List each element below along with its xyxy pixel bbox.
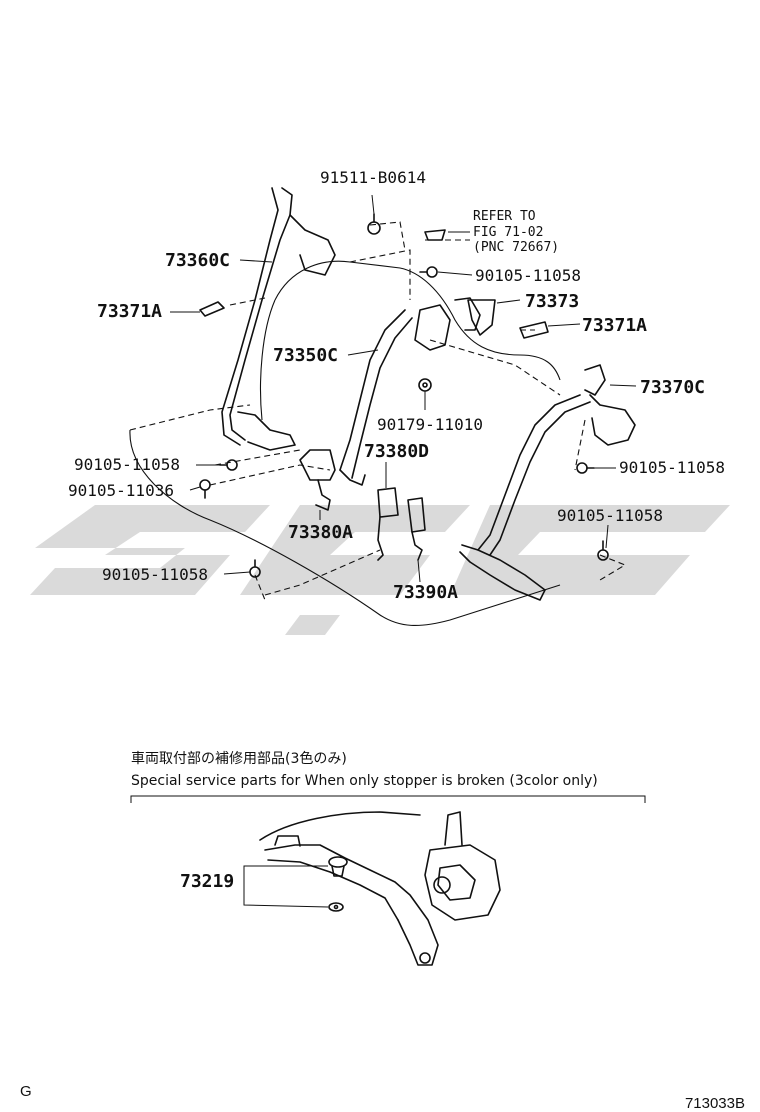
buckle-73380d	[377, 487, 399, 561]
bolt-90105-top	[419, 266, 438, 278]
bolt-90105-right2	[597, 540, 609, 561]
label-90179-11010: 90179-11010	[377, 415, 483, 434]
label-90105-11058-top: 90105-11058	[475, 266, 581, 285]
label-73380a: 73380A	[288, 522, 353, 543]
seat-outline	[129, 221, 627, 627]
bolt-91511	[367, 213, 381, 235]
label-73371a-right: 73371A	[582, 315, 647, 336]
label-73370c: 73370C	[640, 377, 705, 398]
footer-figure-code: 713033B	[685, 1095, 745, 1112]
leader-lines	[170, 194, 637, 583]
note-bracket	[130, 795, 646, 803]
label-90105-11058-right2: 90105-11058	[557, 506, 663, 525]
label-73371a-left: 73371A	[97, 301, 162, 322]
buckle-73380a	[299, 449, 336, 511]
label-90105-11058-right1: 90105-11058	[619, 458, 725, 477]
note-japanese: 車両取付部の補修用部品(3色のみ)	[131, 750, 347, 767]
label-refer-line1: REFER TO	[473, 209, 536, 224]
detail-stopper-parts	[328, 856, 348, 912]
label-90105-11058-left2: 90105-11058	[102, 565, 208, 584]
label-refer-line2: FIG 71-02	[473, 225, 543, 240]
label-refer-line3: (PNC 72667)	[473, 240, 559, 255]
footer-corner-letter: G	[20, 1083, 32, 1100]
label-90105-11058-left1: 90105-11058	[74, 455, 180, 474]
label-73219: 73219	[180, 871, 234, 892]
bolt-90105-11036	[199, 479, 211, 499]
label-73350c: 73350C	[273, 345, 338, 366]
label-73373: 73373	[525, 291, 579, 312]
label-73360c: 73360C	[165, 250, 230, 271]
leader-73219	[243, 865, 329, 908]
label-91511-b0614: 91511-B0614	[320, 168, 426, 187]
clip-73371a-right	[519, 321, 549, 339]
cover-73373	[467, 299, 496, 336]
belt-73350c	[339, 297, 481, 486]
belt-73370c	[459, 364, 636, 601]
belt-73360c	[221, 187, 336, 451]
detail-retractor	[424, 811, 501, 921]
refer-bracket	[424, 229, 446, 241]
nut-90179	[418, 378, 432, 392]
note-english: Special service parts for When only stop…	[131, 773, 598, 789]
detail-belt-anchor	[259, 811, 439, 966]
label-90105-11036: 90105-11036	[68, 481, 174, 500]
label-73380d: 73380D	[364, 441, 429, 462]
label-73390a: 73390A	[393, 582, 458, 603]
buckle-73390a	[407, 497, 426, 561]
clip-73371a-left	[199, 301, 225, 317]
